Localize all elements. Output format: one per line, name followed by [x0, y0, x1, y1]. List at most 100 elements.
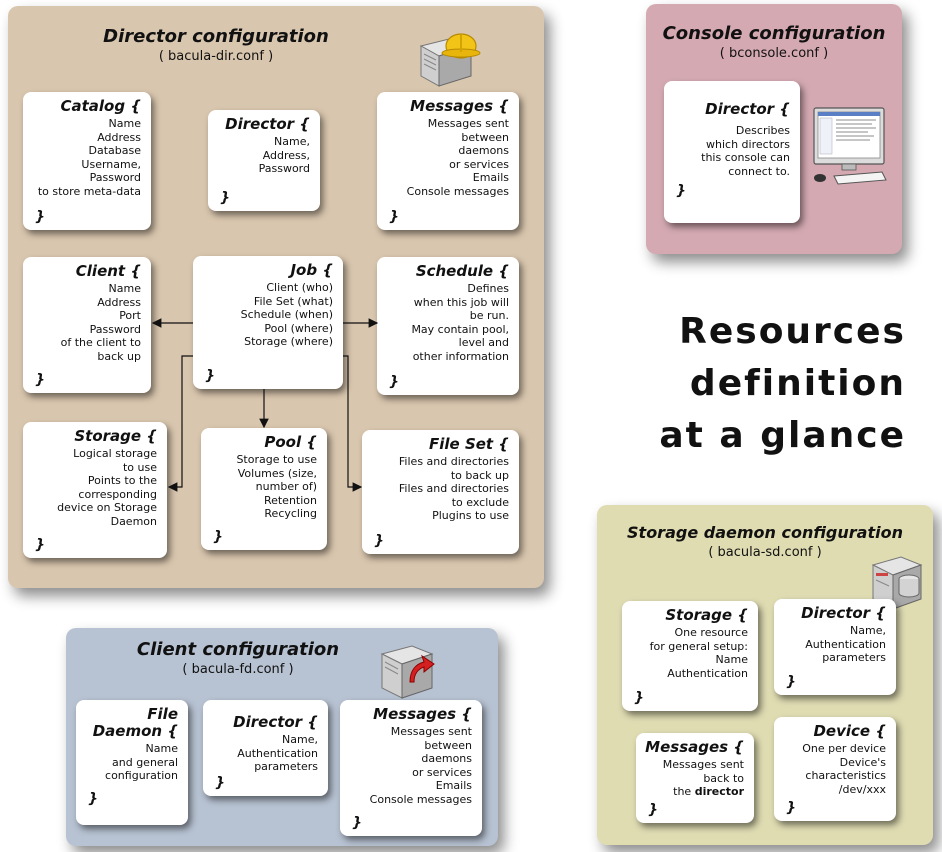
- resources-title: Resources definition at a glance: [659, 306, 906, 462]
- console-director-card: Director { Describes which directors thi…: [664, 81, 800, 223]
- panel-subtitle: ( bconsole.conf ): [719, 46, 829, 61]
- job-card: Job { Client (who) File Set (what) Sched…: [193, 256, 343, 389]
- card-line: or services: [412, 765, 472, 779]
- card-title: Director {: [705, 100, 790, 118]
- card-close-brace: }: [374, 533, 384, 549]
- arrow-job-to-storage: [167, 355, 193, 492]
- card-line: Console messages: [369, 792, 472, 806]
- card-title: Device {: [813, 722, 886, 740]
- card-line: Username,: [81, 157, 141, 171]
- card-line: Authentication: [667, 666, 748, 680]
- card-line: Address,: [262, 148, 310, 162]
- card-line: Port: [119, 309, 141, 323]
- card-line: be run.: [469, 309, 509, 323]
- card-line: Client (who): [266, 281, 333, 294]
- card-title: Messages {: [373, 705, 472, 723]
- card-line: Password: [89, 171, 141, 185]
- card-line: parameters: [822, 651, 886, 665]
- card-close-brace: }: [88, 791, 98, 807]
- card-line: Name,: [274, 135, 310, 148]
- card-line: between: [424, 738, 472, 752]
- catalog-card: Catalog { Name Address Database Username…: [23, 92, 151, 230]
- director-card: Director { Name, Address, Password }: [208, 110, 320, 211]
- card-title: Messages {: [645, 738, 744, 756]
- card-line: to use: [122, 460, 157, 474]
- sd-messages-card: Messages { Messages sent back to the dir…: [636, 733, 754, 823]
- card-line-prefix: the: [673, 785, 695, 799]
- card-close-brace: }: [786, 674, 796, 690]
- card-line: parameters: [254, 760, 318, 774]
- card-line: when this job will: [413, 295, 509, 309]
- messages-card: Messages { Messages sent between daemons…: [377, 92, 519, 230]
- card-line: and general: [112, 755, 178, 769]
- card-line: Address: [97, 295, 141, 309]
- card-line: Retention: [263, 493, 317, 507]
- card-line: which directors: [706, 137, 790, 151]
- card-line: Recycling: [264, 507, 317, 521]
- panel-title: Client configuration: [136, 639, 340, 660]
- card-line: for general setup:: [649, 639, 748, 653]
- title-line: at a glance: [659, 415, 906, 456]
- card-line: Schedule (when): [240, 308, 333, 322]
- card-close-brace: }: [215, 775, 225, 791]
- card-close-brace: }: [35, 209, 45, 225]
- card-line: Emails: [435, 779, 472, 793]
- card-line: to store meta-data: [37, 184, 141, 198]
- client-director-card: Director { Name, Authentication paramete…: [203, 700, 328, 796]
- card-line: the director: [644, 785, 744, 799]
- client-card: Client { Name Address Port Password of t…: [23, 257, 151, 393]
- card-line: configuration: [105, 769, 178, 783]
- card-title: Client {: [75, 262, 141, 280]
- card-line: other information: [412, 349, 509, 363]
- client-messages-card: Messages { Messages sent between daemons…: [340, 700, 482, 836]
- card-line: Messages sent: [662, 758, 744, 771]
- card-title: Job {: [290, 261, 333, 279]
- card-line: One per device: [802, 742, 886, 755]
- card-title: Storage {: [665, 606, 748, 624]
- card-line: number of): [255, 480, 317, 494]
- card-line: characteristics: [805, 769, 886, 783]
- card-close-brace: }: [676, 183, 686, 199]
- title-line: Resources: [679, 311, 906, 352]
- sd-director-card: Director { Name, Authentication paramete…: [774, 599, 896, 695]
- card-line: Authentication: [805, 637, 886, 651]
- card-line: Messages sent: [427, 117, 509, 130]
- schedule-card: Schedule { Defines when this job will be…: [377, 257, 519, 395]
- filedaemon-card: File Daemon { Name and general configura…: [76, 700, 188, 825]
- card-title: Messages {: [410, 97, 509, 115]
- director-config-panel: Director configuration ( bacula-dir.conf…: [8, 6, 544, 588]
- card-line: Describes: [735, 124, 790, 137]
- card-line: Points to the: [87, 474, 157, 488]
- card-line: between: [461, 130, 509, 144]
- server-arrow-icon: [380, 645, 435, 699]
- fileset-card: File Set { Files and directories to back…: [362, 430, 519, 554]
- card-title: Storage {: [74, 427, 157, 445]
- card-line: Password: [89, 322, 141, 336]
- card-line: to back up: [450, 468, 509, 482]
- card-line: Daemon: [110, 514, 157, 528]
- card-title: Director {: [233, 713, 318, 731]
- card-line: One resource: [674, 626, 748, 639]
- card-line: corresponding: [78, 487, 157, 501]
- server-hardhat-icon: [419, 33, 481, 87]
- card-line: Name: [108, 117, 141, 130]
- card-line: Messages sent: [390, 725, 472, 738]
- console-config-panel: Console configuration ( bconsole.conf ) …: [646, 4, 902, 254]
- card-close-brace: }: [389, 209, 399, 225]
- computer-workstation-icon: [813, 107, 887, 185]
- card-line: Authentication: [237, 746, 318, 760]
- card-line: daemons: [421, 752, 472, 766]
- pool-card: Pool { Storage to use Volumes (size, num…: [201, 428, 327, 550]
- card-line: Storage to use: [236, 453, 317, 466]
- card-line: daemons: [458, 144, 509, 158]
- card-line: Name: [108, 282, 141, 295]
- card-title: File Set {: [429, 435, 509, 453]
- panel-subtitle: ( bacula-dir.conf ): [158, 49, 274, 64]
- card-line: Name,: [850, 624, 886, 637]
- arrow-job-to-fileset: [343, 355, 363, 492]
- card-line: /dev/xxx: [838, 782, 886, 796]
- card-line: Password: [258, 162, 310, 176]
- card-close-brace: }: [205, 368, 215, 384]
- card-line: Name,: [282, 733, 318, 746]
- title-line: definition: [689, 363, 906, 404]
